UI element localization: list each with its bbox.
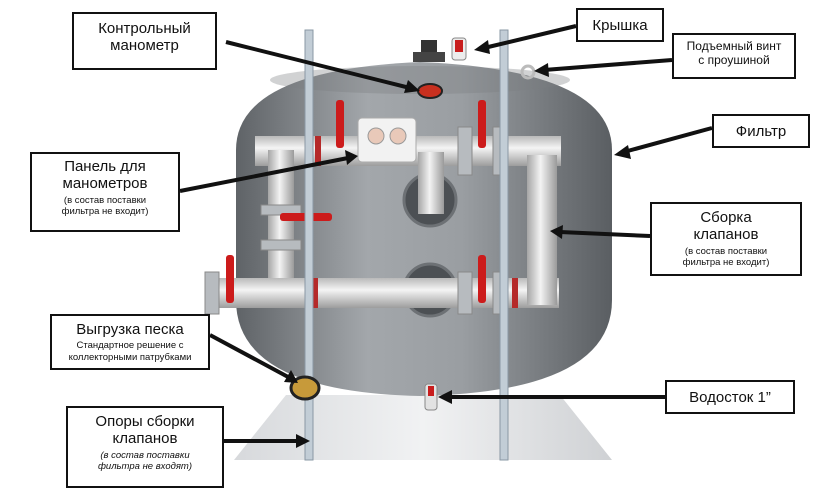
valve-handle-top-left: [336, 100, 344, 148]
label-drain-title: Водосток 1”: [689, 389, 771, 406]
label-valve-assembly-title: Сборка клапанов: [693, 209, 759, 244]
label-gauge-panel-title: Панель для манометров: [62, 158, 148, 193]
label-supports-note: (в состав поставки фильтра не входят): [97, 449, 193, 472]
label-sand-unload: Выгрузка песка Стандартное решение с кол…: [50, 314, 210, 370]
label-control-gauge: Контрольный манометр: [72, 12, 217, 70]
label-gauge-panel: Панель для манометров (в состав поставки…: [30, 152, 180, 232]
label-filter: Фильтр: [712, 114, 810, 148]
label-sand-unload-title: Выгрузка песка: [76, 321, 184, 338]
label-supports: Опоры сборки клапанов (в состав поставки…: [66, 406, 224, 488]
valve-handle-bottom-left: [226, 255, 234, 303]
label-valve-assembly: Сборка клапанов (в состав поставки фильт…: [650, 202, 802, 276]
valve-handle-bottom-right: [478, 255, 486, 303]
filter-base: [234, 395, 612, 460]
support-rod-left: [304, 29, 314, 461]
valve-handle-top-right: [478, 100, 486, 148]
label-gauge-panel-note: (в состав поставки фильтра не входит): [61, 194, 149, 217]
label-lift-screw-title: Подъемный винт с проушиной: [686, 39, 782, 67]
lift-eye-icon: [520, 64, 536, 80]
label-lid: Крышка: [576, 8, 664, 42]
label-control-gauge-title: Контрольный манометр: [98, 20, 191, 55]
label-filter-title: Фильтр: [735, 123, 787, 140]
label-lift-screw: Подъемный винт с проушиной: [672, 33, 796, 79]
control-gauge-icon: [417, 83, 443, 99]
sand-unload-port: [289, 375, 321, 401]
label-lid-title: Крышка: [592, 17, 648, 34]
label-supports-title: Опоры сборки клапанов: [95, 413, 195, 448]
label-drain: Водосток 1”: [665, 380, 795, 414]
support-rod-right: [499, 29, 509, 461]
label-sand-unload-note: Стандартное решение с коллекторными патр…: [68, 340, 192, 363]
label-valve-assembly-note: (в состав поставки фильтра не входит): [682, 245, 770, 268]
gauge-panel: [357, 117, 417, 163]
